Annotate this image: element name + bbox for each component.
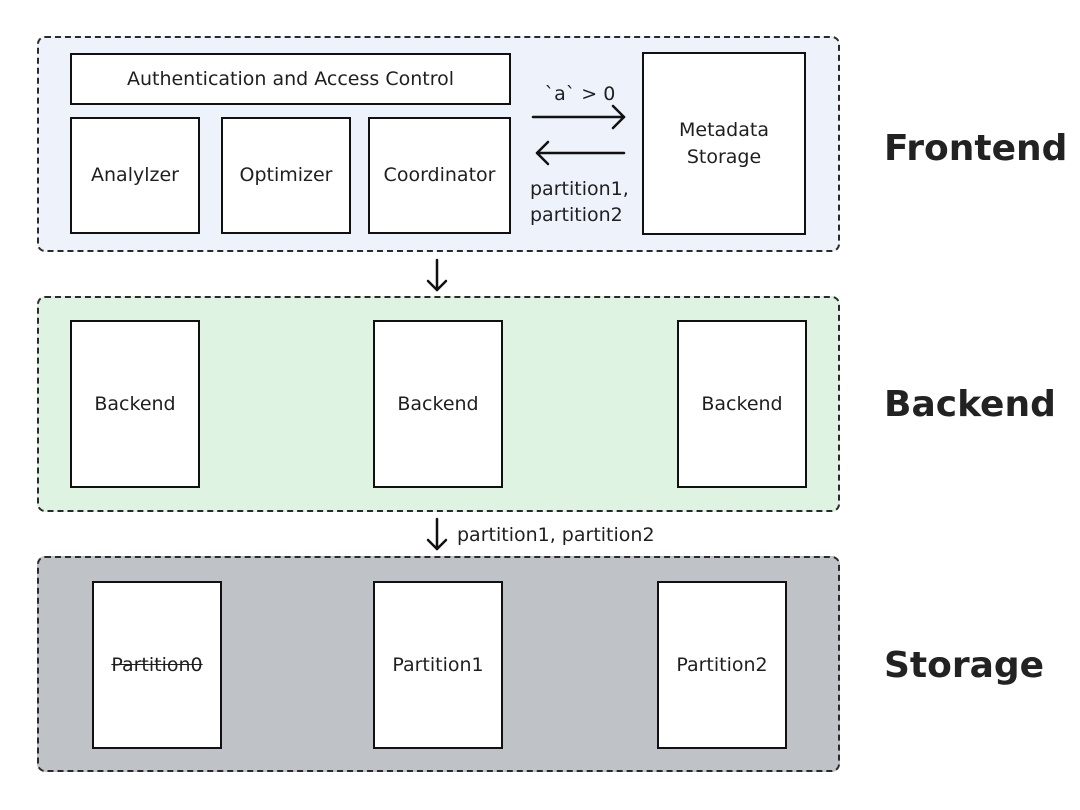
response-label-line2: partition2 (530, 203, 623, 226)
backend-node-3: Backend (677, 320, 807, 488)
partition-1-box: Partition1 (373, 581, 503, 749)
response-arrow (535, 140, 626, 166)
response-label: partition1, partition2 (530, 177, 629, 228)
partition-0-label: Partition0 (111, 653, 203, 676)
backend-to-storage-label: partition1, partition2 (457, 524, 655, 546)
backend-layer-label: Backend (884, 384, 1056, 425)
analyzer-box: Analylzer (70, 117, 200, 234)
auth-access-control-box: Authentication and Access Control (70, 53, 511, 105)
frontend-layer-label: Frontend (884, 128, 1068, 169)
backend-to-storage-arrow (426, 517, 448, 551)
frontend-to-backend-arrow (426, 258, 448, 292)
coordinator-box: Coordinator (368, 117, 511, 234)
response-label-line1: partition1, (530, 178, 629, 200)
request-arrow (531, 104, 626, 130)
backend-node-2: Backend (373, 320, 503, 488)
partition-0-box: Partition0 (92, 581, 222, 749)
backend-node-1: Backend (70, 320, 200, 488)
optimizer-box: Optimizer (221, 117, 351, 234)
partition-2-box: Partition2 (657, 581, 787, 749)
request-label: `a` > 0 (544, 83, 616, 105)
metadata-storage-box: Metadata Storage (642, 52, 806, 235)
storage-layer-label: Storage (884, 645, 1045, 686)
